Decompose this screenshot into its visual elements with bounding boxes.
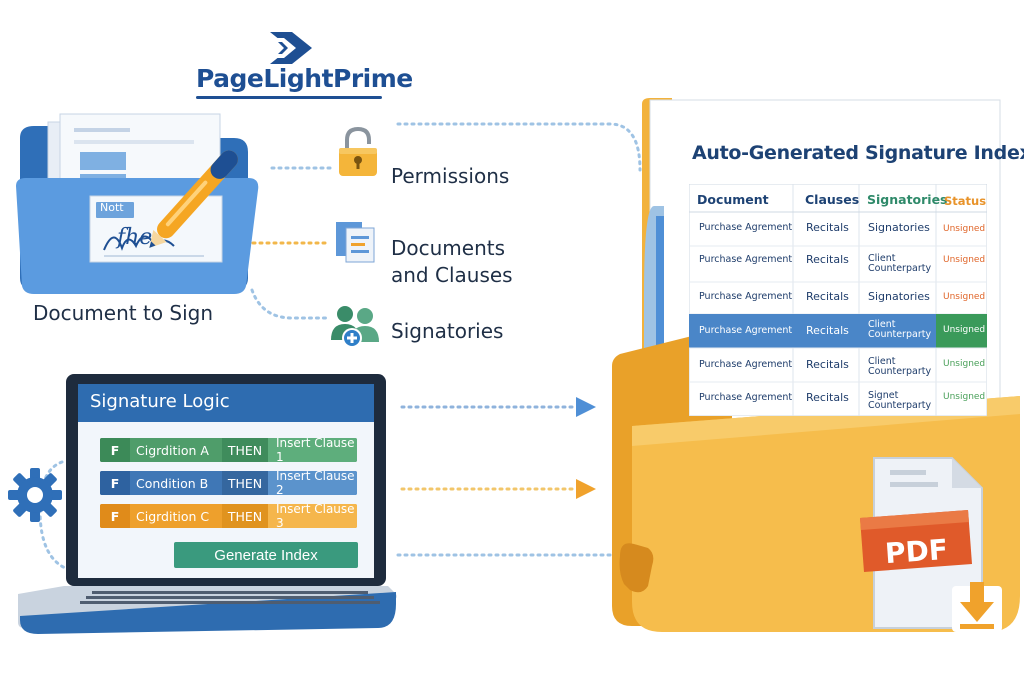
index-cell-status: Unsigned xyxy=(943,359,986,369)
index-header-signatories: Signatories xyxy=(867,192,948,207)
index-folder-frame xyxy=(612,98,1020,632)
feature-signatories-label: Signatories xyxy=(391,319,504,343)
index-cell-signatories: Signatories xyxy=(868,290,930,303)
rule-action: Insert Clause 2 xyxy=(268,471,357,495)
rule-action: Insert Clause 1 xyxy=(268,438,357,462)
document-folder-icon xyxy=(16,113,259,294)
index-cell-signatories: Counterparty xyxy=(868,263,932,274)
documents-icon xyxy=(336,222,375,263)
pdf-label: PDF xyxy=(883,532,949,571)
lock-icon xyxy=(339,126,377,176)
index-cell-clause: Recitals xyxy=(806,324,849,337)
rule-action: Insert Clause 3 xyxy=(268,504,357,528)
index-header-document: Document xyxy=(697,192,769,207)
generate-index-button[interactable]: Generate Index xyxy=(174,542,358,568)
brand-logo-icon xyxy=(270,32,312,64)
brand-underline xyxy=(196,96,382,99)
index-table-grid xyxy=(689,184,987,416)
index-cell-signatories: Counterparty xyxy=(868,366,932,377)
index-cell-signatories: Signatories xyxy=(868,221,930,234)
index-cell-document: Purchase Agrement xyxy=(699,254,793,265)
rule-then: THEN xyxy=(222,471,268,495)
index-cell-status: Unsigned xyxy=(943,325,986,335)
rule-condition: Condition B xyxy=(136,475,209,491)
index-cell-clause: Recitals xyxy=(806,253,849,266)
index-cell-signatories: Client xyxy=(868,356,896,367)
index-header-status: Status xyxy=(944,194,987,208)
rule-then: THEN xyxy=(222,504,268,528)
index-cell-status: Unsigned xyxy=(943,392,986,402)
index-cell-document: Purchase Agrement xyxy=(699,359,793,370)
logic-rule-row[interactable]: F Cigrdition A THEN Insert Clause 1 xyxy=(100,438,357,462)
rule-then: THEN xyxy=(222,438,268,462)
gear-icon xyxy=(8,468,62,522)
index-header-clauses: Clauses xyxy=(805,192,860,207)
document-tag: Nott xyxy=(100,201,124,214)
index-title: Auto-Generated Signature Index xyxy=(692,142,1024,164)
rule-flag: F xyxy=(100,504,130,528)
index-cell-signatories: Counterparty xyxy=(868,400,932,411)
index-cell-document: Purchase Agrement xyxy=(699,291,793,302)
brand-name: PageLightPrime xyxy=(196,64,413,93)
index-cell-signatories: Client xyxy=(868,253,896,264)
index-cell-clause: Recitals xyxy=(806,221,849,234)
feature-documents-label-2: and Clauses xyxy=(391,263,513,287)
feature-documents-label-1: Documents xyxy=(391,236,506,260)
document-signature: fhe xyxy=(117,225,153,250)
logic-rule-row[interactable]: F Cigrdition C THEN Insert Clause 3 xyxy=(100,504,357,528)
index-cell-clause: Recitals xyxy=(806,391,849,404)
rule-flag: F xyxy=(100,471,130,495)
rule-condition: Cigrdition A xyxy=(136,442,209,458)
index-cell-status: Unsigned xyxy=(943,292,986,302)
index-cell-document: Purchase Agrement xyxy=(699,222,793,233)
logic-panel-title: Signature Logic xyxy=(90,391,230,412)
index-cell-status: Unsigned xyxy=(943,224,986,234)
index-cell-clause: Recitals xyxy=(806,358,849,371)
index-cell-document: Purchase Agrement xyxy=(699,325,793,336)
index-cell-status: Unsigned xyxy=(943,255,986,265)
feature-permissions-label: Permissions xyxy=(391,164,510,188)
index-cell-clause: Recitals xyxy=(806,290,849,303)
index-cell-signatories: Client xyxy=(868,319,896,330)
logic-rule-row[interactable]: F Condition B THEN Insert Clause 2 xyxy=(100,471,357,495)
pdf-download-icon[interactable] xyxy=(860,452,1010,638)
document-label: Document to Sign xyxy=(33,301,214,325)
rule-condition: Cigrdition C xyxy=(136,508,210,524)
index-cell-signatories: Signet xyxy=(868,390,899,401)
index-cell-document: Purchase Agrement xyxy=(699,392,793,403)
signatories-icon xyxy=(331,306,379,348)
index-cell-signatories: Counterparty xyxy=(868,329,932,340)
rule-flag: F xyxy=(100,438,130,462)
